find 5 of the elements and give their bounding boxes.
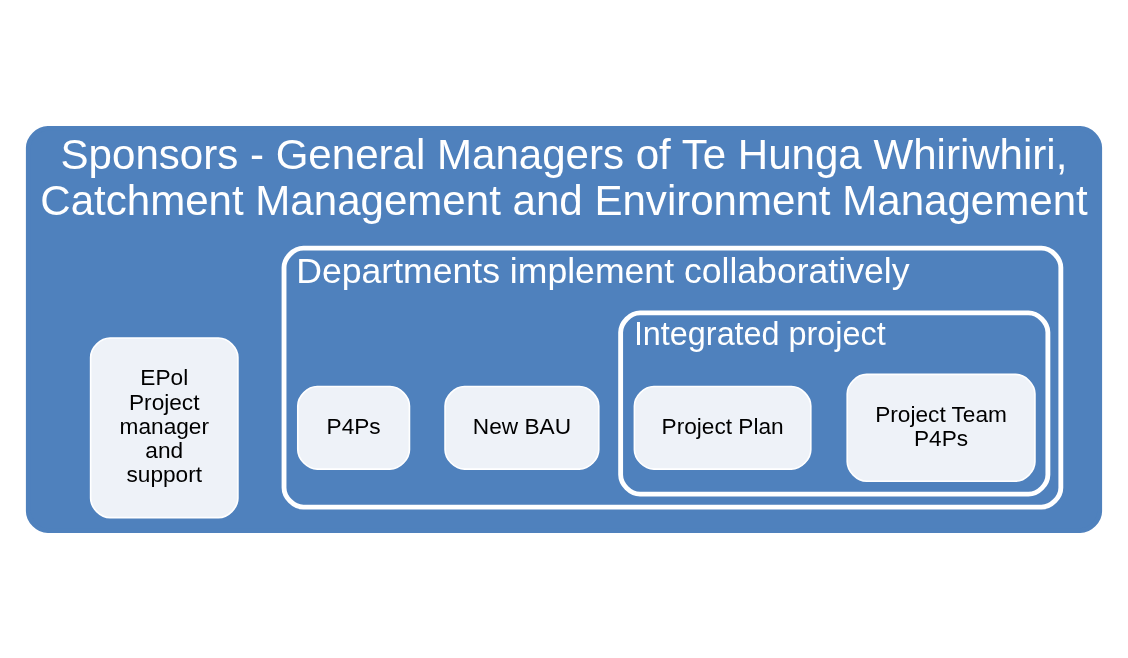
node-box: Project Team P4Ps <box>846 373 1036 482</box>
node-box: New BAU <box>444 385 600 470</box>
node-box: EPol Project manager and support <box>89 336 239 518</box>
node-box: Project Plan <box>633 385 812 470</box>
node-box: P4Ps <box>296 385 411 470</box>
